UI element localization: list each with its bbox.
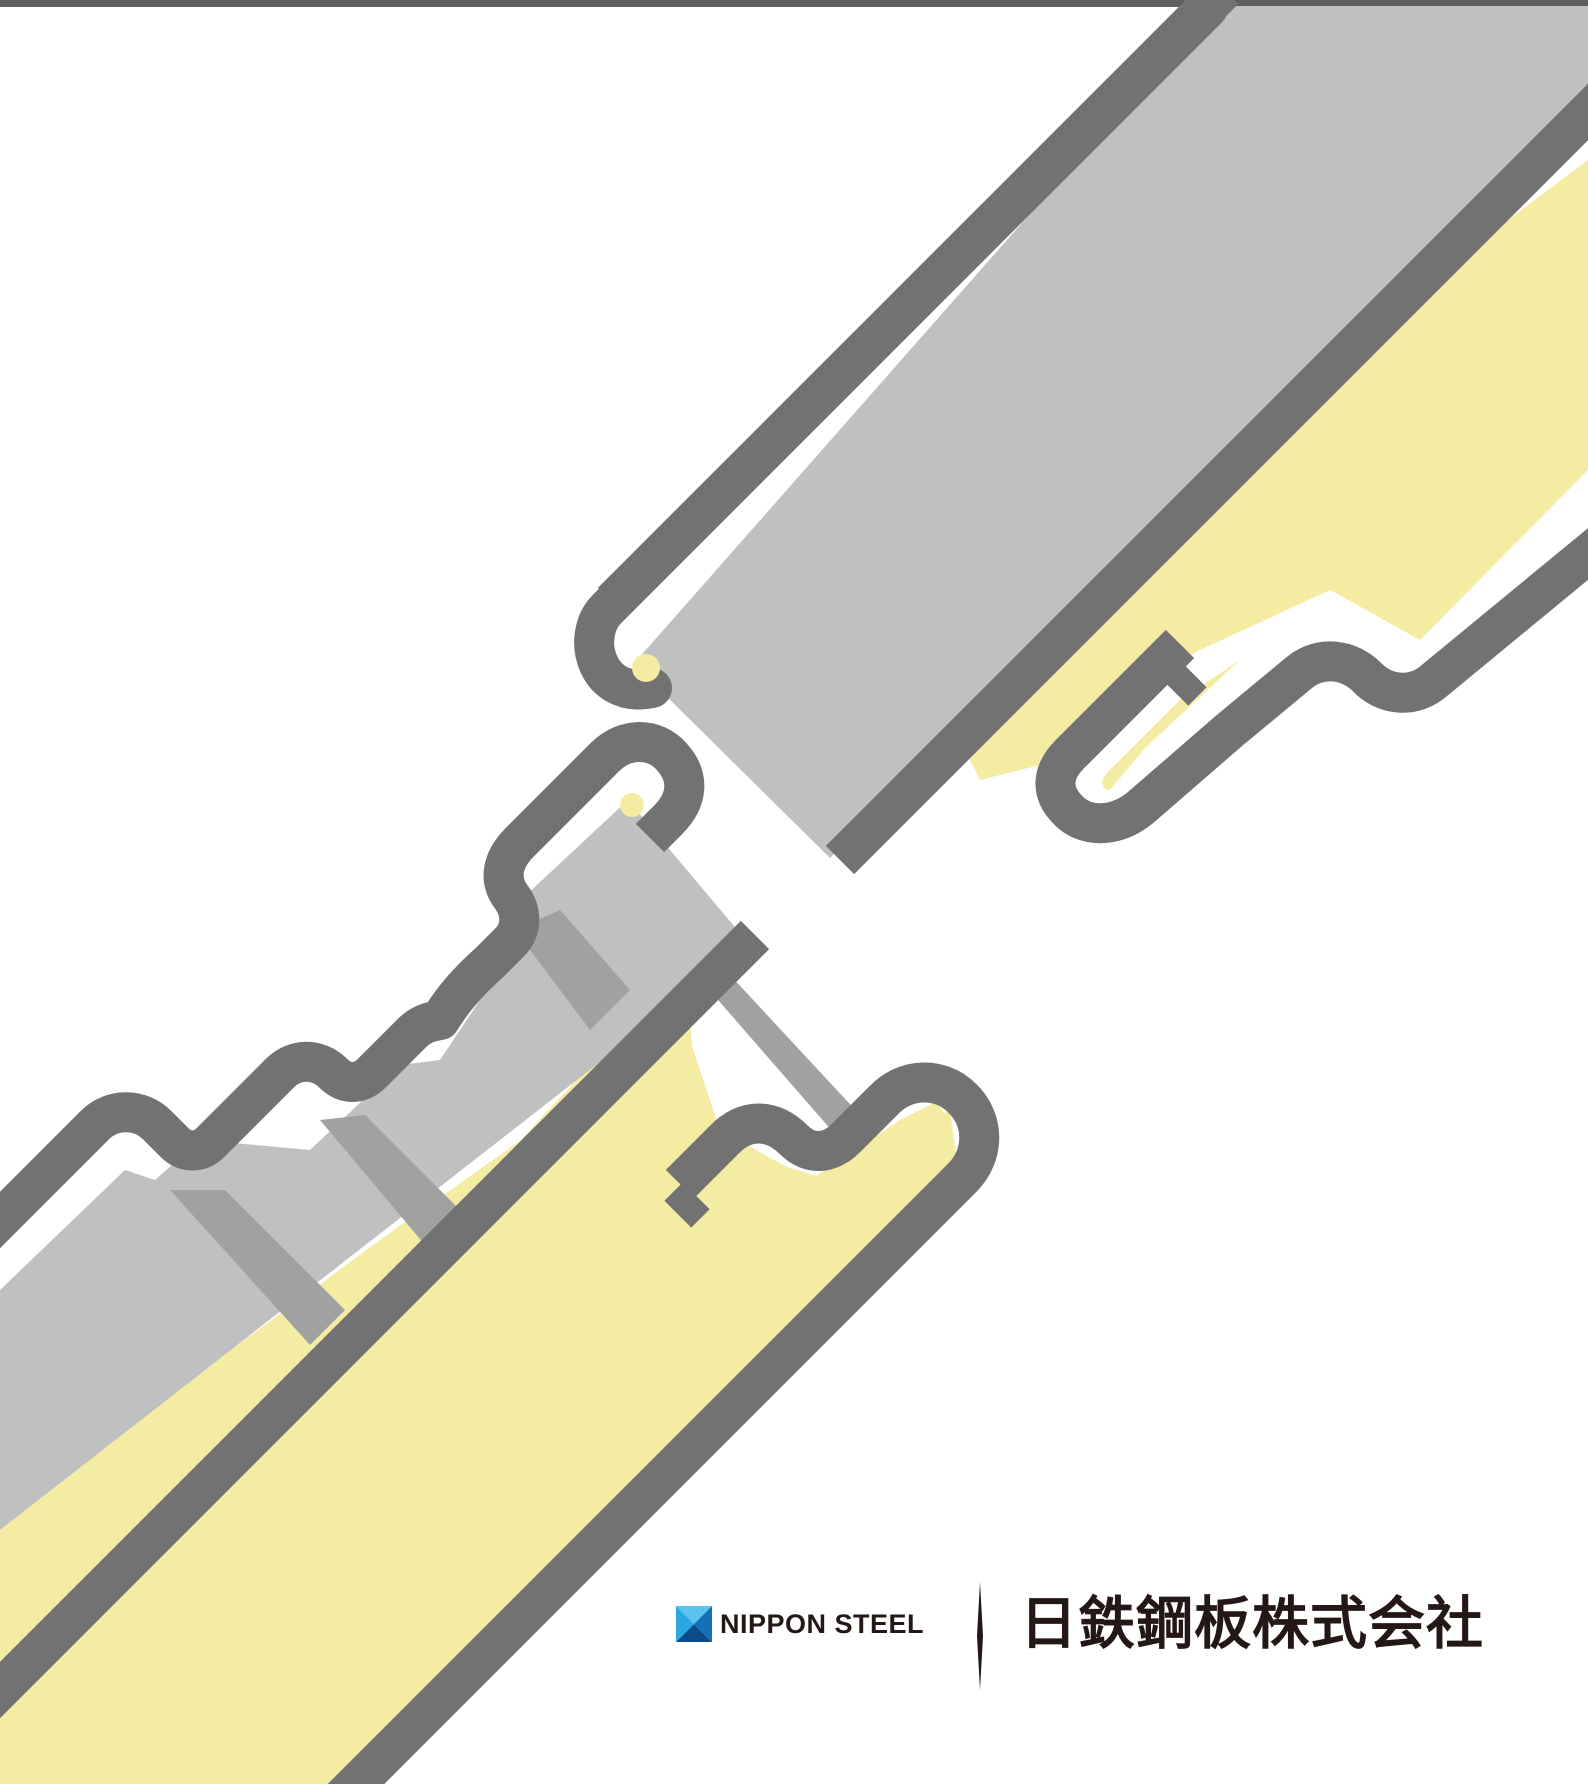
lower-panel-hook-eye [620,793,644,817]
upper-panel-hook-tip [1161,660,1207,706]
lower-panel-divider [0,920,770,1719]
top-rule [0,0,1588,7]
lower-panel-outline-bottom [327,1062,1000,1784]
lower-panel-hook-tip [664,1182,710,1228]
nippon-steel-diamond-icon [676,1606,712,1642]
upper-panel-hook-eye [632,654,660,682]
logo-divider [977,1582,983,1690]
upper-panel-face [637,6,1588,858]
upper-panel-divider [825,83,1588,875]
upper-panel-outline-bottom [1035,528,1588,844]
lower-panel-shadow-3 [170,1190,345,1345]
lower-panel-ridge-fill [830,1110,948,1215]
lower-panel-shadow-4 [705,975,860,1140]
nippon-steel-wordmark: NIPPON STEEL [720,1609,925,1639]
company-name: 日鉄鋼板株式会社 [1020,1591,1484,1657]
lower-panel-outline-top [0,722,705,1249]
upper-panel-hook-fill [1102,660,1240,790]
lower-panel-shadow-2 [320,1115,460,1245]
lower-left-panel [0,722,1000,1784]
upper-right-panel [574,0,1588,875]
upper-panel-hook-curl [574,0,1228,710]
logo-group: NIPPON STEEL 日鉄鋼板株式会社 [676,1582,1496,1690]
lower-panel-shadow-1 [515,910,630,1030]
lower-panel-core-2 [0,1020,960,1784]
